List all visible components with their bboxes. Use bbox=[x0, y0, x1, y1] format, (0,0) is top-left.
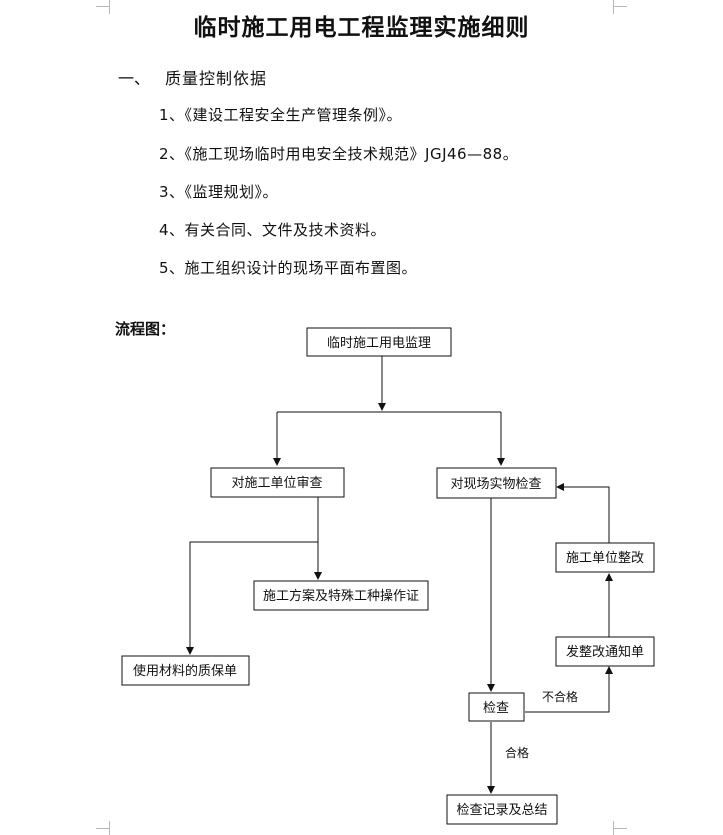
node-scheme-cert-label: 施工方案及特殊工种操作证 bbox=[263, 588, 419, 604]
page-corner-mark bbox=[109, 821, 110, 835]
node-material-cert-label: 使用材料的质保单 bbox=[133, 663, 237, 679]
node-root: 临时施工用电监理 bbox=[306, 327, 452, 357]
section-title: 质量控制依据 bbox=[165, 69, 268, 88]
page-corner-mark bbox=[96, 828, 110, 829]
node-record-summary: 检查记录及总结 bbox=[446, 794, 558, 825]
section-number: 一、 bbox=[118, 69, 151, 88]
node-site-check: 对现场实物检查 bbox=[436, 467, 557, 499]
node-inspect-label: 检查 bbox=[483, 701, 509, 716]
page-corner-mark bbox=[613, 0, 614, 14]
basis-item: 3、《监理规划》。 bbox=[159, 183, 279, 201]
node-record-summary-label: 检查记录及总结 bbox=[456, 803, 547, 818]
basis-item: 5、施工组织设计的现场平面布置图。 bbox=[159, 259, 418, 277]
node-material-cert: 使用材料的质保单 bbox=[121, 655, 250, 686]
page-corner-mark bbox=[613, 6, 627, 7]
page-corner-mark bbox=[109, 0, 110, 14]
flow-edge bbox=[186, 541, 318, 655]
page-corner-mark bbox=[96, 6, 110, 7]
document-title: 临时施工用电工程监理实施细则 bbox=[193, 14, 530, 41]
page-corner-mark bbox=[613, 828, 627, 829]
node-root-label: 临时施工用电监理 bbox=[327, 336, 431, 351]
flow-edge bbox=[525, 666, 613, 713]
node-rectify-notice-label: 发整改通知单 bbox=[566, 644, 644, 660]
node-unit-rectify-label: 施工单位整改 bbox=[566, 551, 644, 566]
page-corner-mark bbox=[613, 821, 614, 835]
node-site-check-label: 对现场实物检查 bbox=[450, 477, 541, 492]
edge-label-fail: 不合格 bbox=[542, 689, 578, 704]
basis-item: 2、《施工现场临时用电安全技术规范》JGJ46—88。 bbox=[159, 145, 519, 163]
edge-label-pass: 合格 bbox=[505, 745, 529, 760]
flow-edge bbox=[556, 483, 610, 543]
node-rectify-notice: 发整改通知单 bbox=[555, 636, 655, 667]
node-unit-review-label: 对施工单位审查 bbox=[231, 476, 322, 491]
node-inspect: 检查 bbox=[468, 692, 525, 722]
basis-item: 4、有关合同、文件及技术资料。 bbox=[159, 221, 387, 239]
basis-item: 1、《建设工程安全生产管理条例》。 bbox=[159, 106, 403, 124]
node-unit-review: 对施工单位审查 bbox=[210, 467, 345, 498]
flowchart-label: 流程图： bbox=[115, 320, 176, 338]
node-scheme-cert: 施工方案及特殊工种操作证 bbox=[253, 580, 429, 611]
node-unit-rectify: 施工单位整改 bbox=[555, 542, 655, 573]
